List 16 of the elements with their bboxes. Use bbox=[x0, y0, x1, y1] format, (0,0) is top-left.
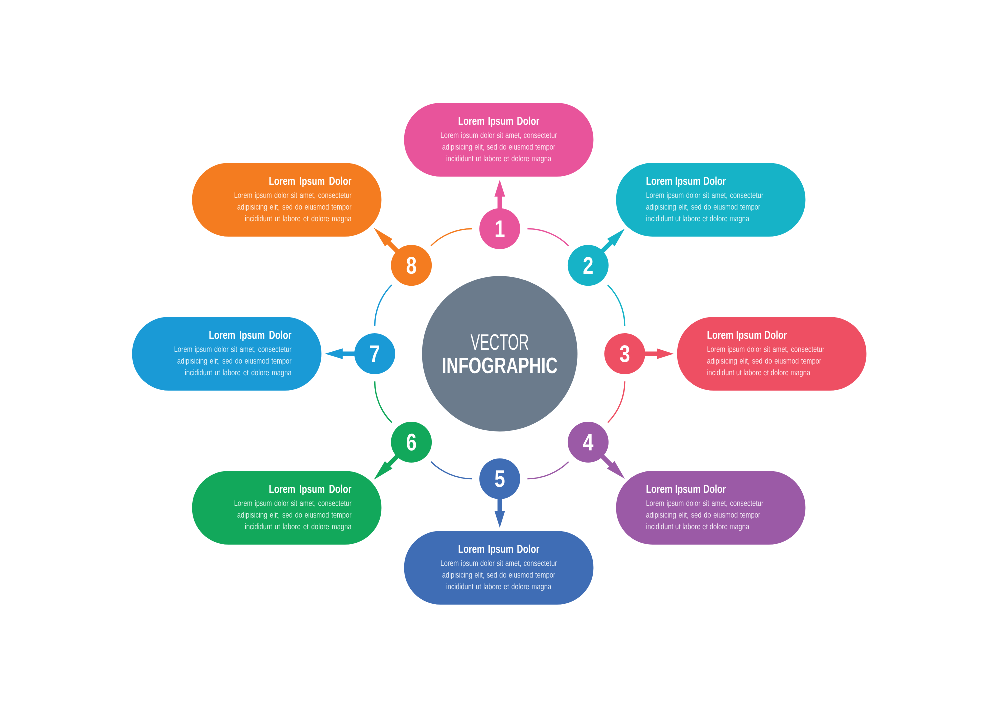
info-box: Lorem Ipsum Dolor Lorem ipsum dolor sit amet, consectetur adipisicing elit, sed do eiusmod tempor incididunt ut labore et dolore magna bbox=[132, 317, 322, 391]
arc-line bbox=[374, 284, 393, 326]
info-box: Lorem Ipsum Dolor Lorem ipsum dolor sit amet, consectetur adipisicing elit, sed do eiusmod tempor incididunt ut labore et dolore magna bbox=[677, 317, 867, 391]
info-box: Lorem Ipsum Dolor Lorem ipsum dolor sit amet, consectetur adipisicing elit, sed do eiusmod tempor incididunt ut labore et dolore magna bbox=[404, 103, 594, 177]
arc-line bbox=[528, 228, 570, 246]
arc-line bbox=[608, 382, 626, 424]
info-box: Lorem Ipsum Dolor Lorem ipsum dolor sit amet, consectetur adipisicing elit, sed do eiusmod tempor incididunt ut labore et dolore magna bbox=[404, 531, 594, 605]
arc-line bbox=[430, 461, 472, 480]
info-box: Lorem Ipsum Dolor Lorem ipsum dolor sit amet, consectetur adipisicing elit, sed do eiusmod tempor incididunt ut labore et dolore magna bbox=[616, 163, 806, 237]
arc-line bbox=[374, 382, 393, 424]
arc-line bbox=[430, 228, 472, 246]
info-box: Lorem Ipsum Dolor Lorem ipsum dolor sit amet, consectetur adipisicing elit, sed do eiusmod tempor incididunt ut labore et dolore magna bbox=[192, 471, 382, 545]
info-box: Lorem Ipsum Dolor Lorem ipsum dolor sit amet, consectetur adipisicing elit, sed do eiusmod tempor incididunt ut labore et dolore magna bbox=[616, 471, 806, 545]
arc-line bbox=[528, 461, 570, 480]
info-box: Lorem Ipsum Dolor Lorem ipsum dolor sit amet, consectetur adipisicing elit, sed do eiusmod tempor incididunt ut labore et dolore magna bbox=[192, 163, 382, 237]
arc-line bbox=[608, 284, 626, 326]
